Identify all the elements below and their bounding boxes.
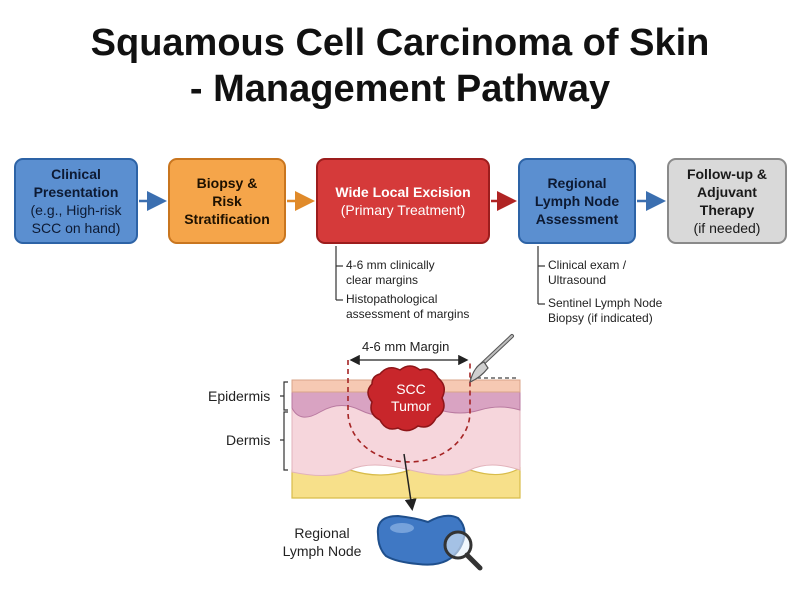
step-2-bold-line-3: Stratification [184,211,270,227]
lymph-node-label: Regional Lymph Node [272,524,372,560]
step-1-bold-line-2: Presentation [33,184,119,200]
step-4-bold-line-3: Assessment [535,211,619,227]
margin-label: 4-6 mm Margin [362,339,450,354]
lymph-note-1-line-1: Clinical exam / [548,258,627,272]
tumor-label-line-1: SCC [396,381,426,397]
step-5-bold-line-2: Adjuvant [697,184,757,200]
excision-note-1-line-2: clear margins [346,273,419,287]
excision-note-histopathology: Histopathological assessment of margins [346,292,469,322]
excision-notes-bracket [335,246,343,301]
scalpel-icon [469,334,514,383]
scc-tumor [367,365,445,432]
step-biopsy-risk-stratification: Biopsy & Risk Stratification [168,158,286,244]
lymph-node-label-line-2: Lymph Node [282,543,362,559]
epidermis-bracket [280,381,288,411]
lymph-note-1-line-2: Ultrasound [548,273,607,287]
step-4-bold-line-2: Lymph Node [534,193,620,209]
lymph-note-clinical-exam: Clinical exam / Ultrasound [548,258,626,288]
step-5-bold-line-1: Follow-up & [686,166,768,182]
drainage-arrow [403,453,417,511]
title-line-1: Squamous Cell Carcinoma of Skin [90,22,710,64]
step-5-bold-line-3: Therapy [699,202,755,218]
step-regional-lymph-node-assessment: Regional Lymph Node Assessment [518,158,636,244]
lymph-node-label-line-1: Regional [294,525,350,541]
step-1-line-4: SCC on hand) [31,220,121,236]
dermis-layer [291,403,521,476]
step-2-bold-line-2: Risk [212,193,242,209]
excision-note-2-line-2: assessment of margins [346,307,470,321]
page-title: Squamous Cell Carcinoma of Skin - Manage… [0,20,800,112]
excision-note-margins: 4-6 mm clinically clear margins [346,258,435,288]
lymph-note-sentinel-biopsy: Sentinel Lymph Node Biopsy (if indicated… [548,296,662,326]
lymph-note-2-line-1: Sentinel Lymph Node [548,296,663,310]
dermis-label: Dermis [226,432,271,448]
step-clinical-presentation: Clinical Presentation (e.g., High-risk S… [14,158,138,244]
tumor-label: SCC Tumor [372,381,450,415]
step-3-bold-line-1: Wide Local Excision [335,184,471,200]
title-line-2: - Management Pathway [189,68,611,110]
step-follow-up-adjuvant-therapy: Follow-up & Adjuvant Therapy (if needed) [667,158,787,244]
lymph-note-2-line-2: Biopsy (if indicated) [548,311,653,325]
excision-note-2-line-1: Histopathological [346,292,438,306]
excision-note-1-line-1: 4-6 mm clinically [346,258,435,272]
step-3-line-2: (Primary Treatment) [340,202,466,218]
excision-margin-outline [347,360,471,463]
step-1-line-3: (e.g., High-risk [30,202,122,218]
step-wide-local-excision: Wide Local Excision (Primary Treatment) [316,158,490,244]
step-2-bold-line-1: Biopsy & [196,175,258,191]
epidermis-label: Epidermis [208,388,271,404]
tumor-label-line-2: Tumor [391,398,431,414]
lymph-notes-bracket [537,246,545,305]
step-1-bold-line-1: Clinical [51,166,101,182]
step-5-line-4: (if needed) [693,220,761,236]
step-4-bold-line-1: Regional [547,175,607,191]
magnifying-glass-icon [443,530,483,571]
dermis-bracket [280,411,288,471]
